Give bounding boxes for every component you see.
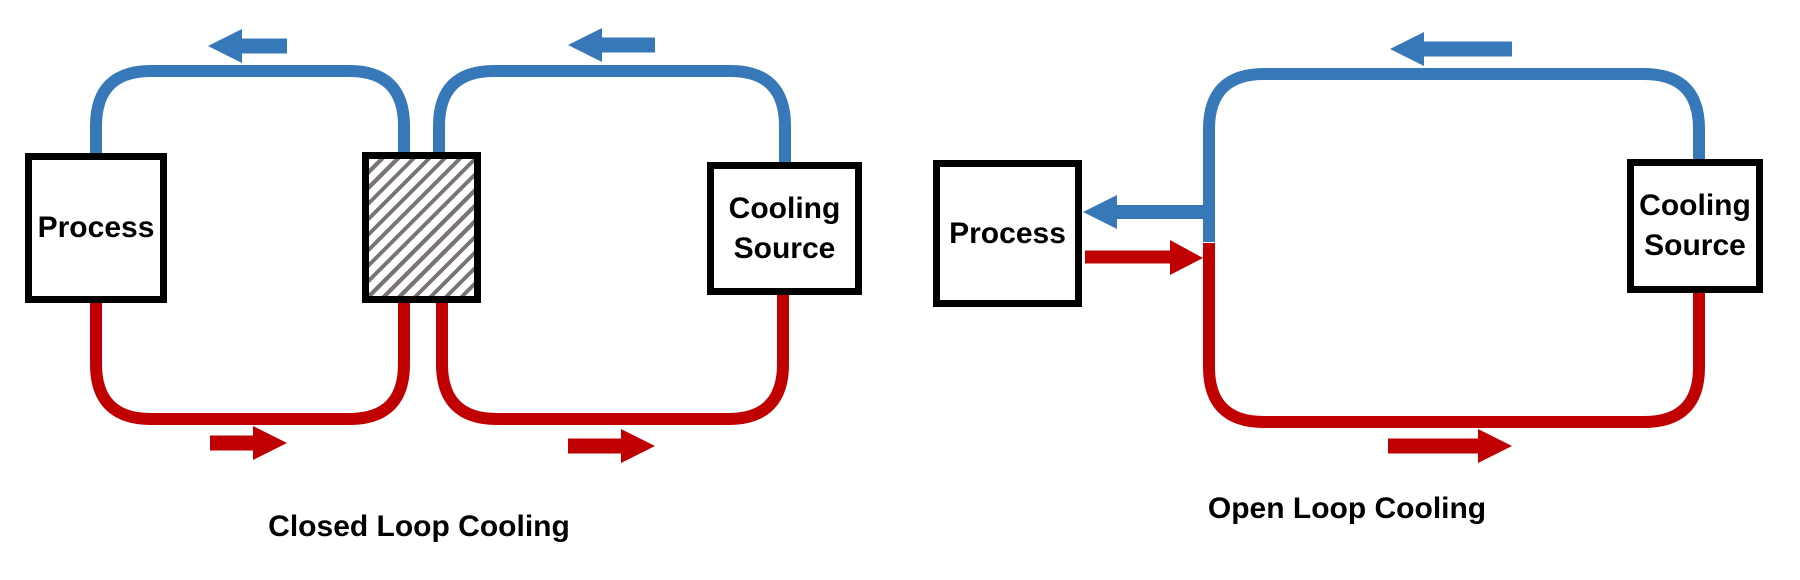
- closed-secondary-hot-flow-arrow-icon: [568, 429, 655, 463]
- open-loop-discharge-from-process-arrow-icon: [1085, 240, 1203, 275]
- open-loop-circuit: [1083, 32, 1705, 463]
- open-loop-hot-return-pipe: [1203, 243, 1705, 428]
- closed-loop-primary-circuit: [90, 29, 410, 460]
- closed-primary-cold-supply-pipe: [90, 65, 410, 158]
- closed-secondary-cold-supply-pipe: [433, 65, 791, 168]
- open-loop-supply-to-process-arrow-icon: [1083, 195, 1212, 229]
- closed-secondary-cold-flow-arrow-icon: [568, 28, 655, 62]
- closed-primary-hot-return-pipe: [90, 298, 410, 425]
- open-loop-cold-supply-pipe: [1203, 68, 1705, 242]
- closed-secondary-hot-return-pipe: [436, 289, 789, 425]
- closed-primary-cold-flow-arrow-icon: [208, 29, 287, 63]
- open-loop-cold-flow-arrow-icon: [1390, 32, 1512, 66]
- open-loop-hot-flow-arrow-icon: [1388, 429, 1512, 463]
- closed-loop-secondary-circuit: [433, 28, 791, 463]
- closed-primary-hot-flow-arrow-icon: [210, 426, 287, 460]
